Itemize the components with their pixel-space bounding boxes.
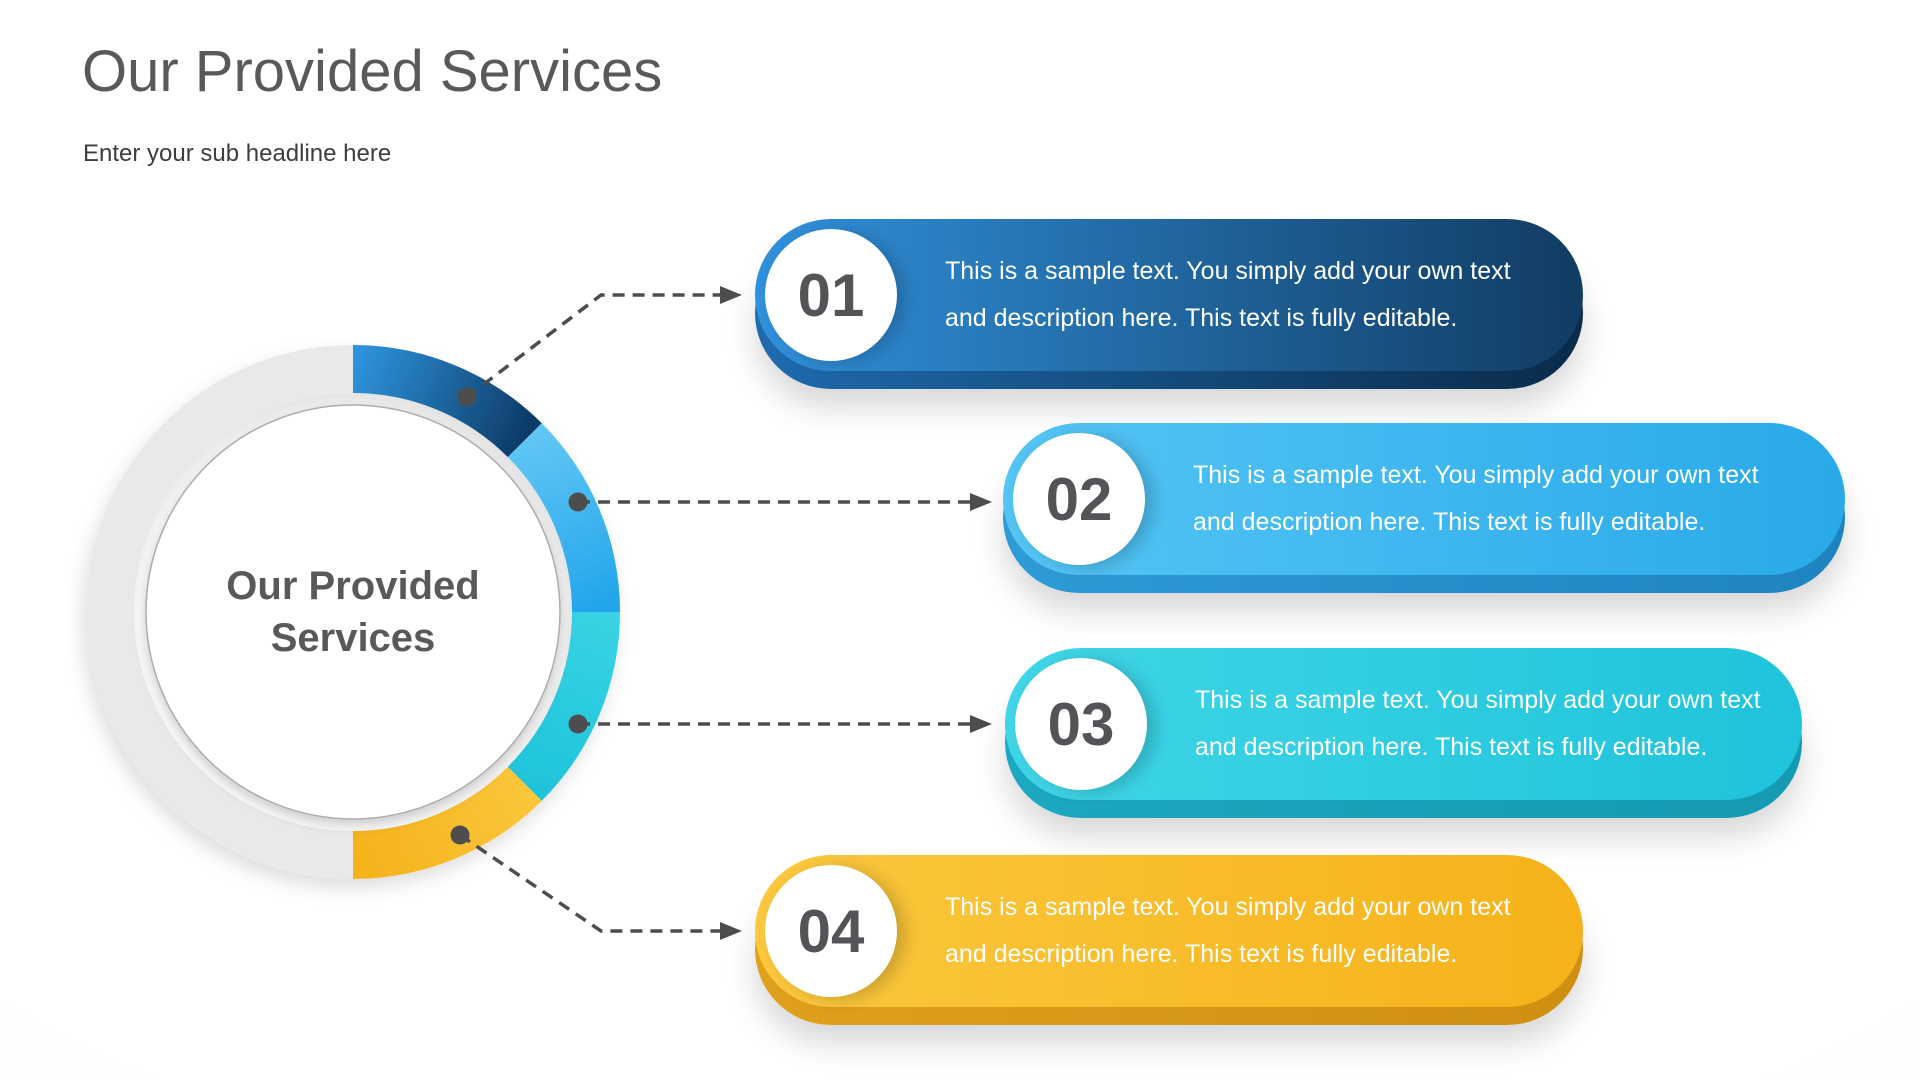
page-title: Our Provided Services [82,39,663,104]
card-04-number-badge: 04 [765,865,897,997]
service-card-02: 02 This is a sample text. You simply add… [1003,423,1845,593]
card-01-number-badge: 01 [765,229,897,361]
center-label-line1: Our Provided [226,564,480,608]
dot-segment-02 [568,492,588,512]
arrow-icon-03 [970,715,992,733]
card-04-number: 04 [797,897,865,965]
page-subtitle: Enter your sub headline here [83,140,392,167]
card-02-text-line2: and description here. This text is fully… [1193,508,1706,536]
card-03-text-line2: and description here. This text is fully… [1195,733,1708,761]
dot-segment-04 [450,825,470,845]
connector-line-04 [459,833,722,933]
arrow-icon-04 [720,922,742,940]
ring-segment-01 [352,345,542,458]
card-04-text-line1: This is a sample text. You simply add yo… [945,893,1511,921]
ring-segment-04 [352,766,542,879]
card-04-text: This is a sample text. You simply add yo… [945,884,1511,978]
card-02-number-badge: 02 [1013,433,1145,565]
ring-segment-02 [507,423,620,613]
card-03-text: This is a sample text. You simply add yo… [1195,677,1761,771]
service-card-03: 03 This is a sample text. You simply add… [1005,648,1802,818]
card-02-text-line1: This is a sample text. You simply add yo… [1193,461,1759,489]
dot-segment-01 [457,387,477,407]
ring-inactive-arc [85,345,354,879]
arrow-icon-01 [720,286,742,304]
connector-line-01 [465,293,722,399]
card-01-text-line1: This is a sample text. You simply add yo… [945,257,1511,285]
connector-lines [459,293,972,933]
card-03-number-badge: 03 [1015,658,1147,790]
arrow-icon-02 [970,493,992,511]
dot-segment-03 [568,714,588,734]
card-03-text-line1: This is a sample text. You simply add yo… [1195,686,1761,714]
connector-arrowheads [720,286,992,940]
center-circle [145,404,561,820]
center-label-line2: Services [270,616,436,660]
ring-segment-03 [507,611,620,801]
card-01-text-line2: and description here. This text is fully… [945,304,1458,332]
progress-ring [85,345,620,879]
card-01-number: 01 [797,261,865,329]
card-02-text: This is a sample text. You simply add yo… [1193,452,1759,546]
card-01-text: This is a sample text. You simply add yo… [945,248,1511,342]
service-card-04: 04 This is a sample text. You simply add… [755,855,1583,1025]
diagram-center-label: Our Provided Services [146,405,560,819]
card-03-number: 03 [1047,690,1115,758]
card-02-number: 02 [1045,465,1113,533]
card-04-text-line2: and description here. This text is fully… [945,940,1458,968]
connector-dots [450,387,588,845]
service-card-01: 01 This is a sample text. You simply add… [755,219,1583,389]
